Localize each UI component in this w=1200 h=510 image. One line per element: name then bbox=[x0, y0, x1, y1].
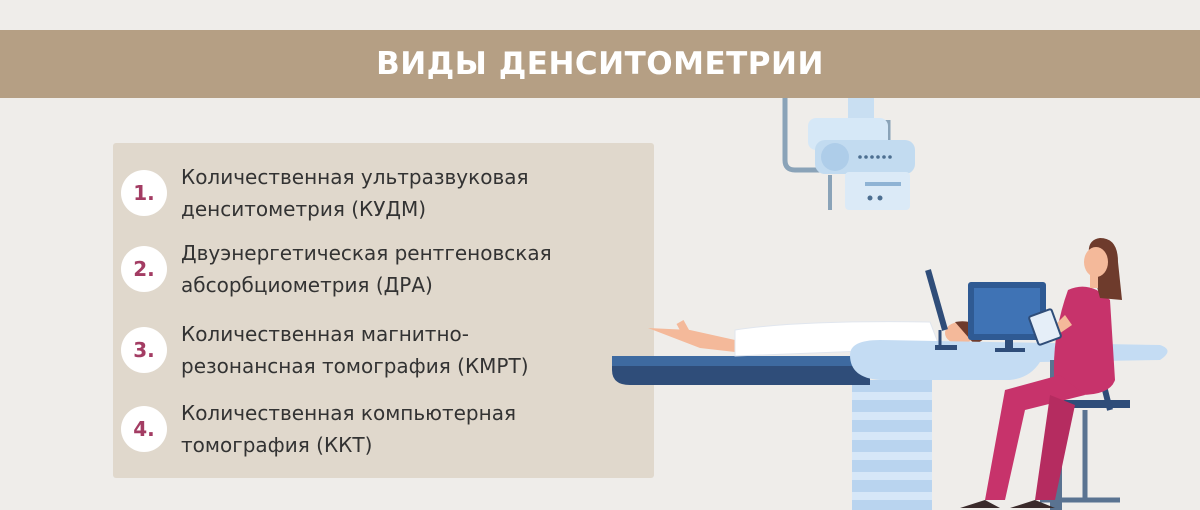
list-item-number: 2. bbox=[121, 246, 167, 292]
list-item-text: Двуэнергетическая рентгеновская абсорбци… bbox=[181, 237, 621, 301]
densitometry-scene-icon bbox=[612, 98, 1168, 510]
list-item-line: резонансная томография (КМРТ) bbox=[181, 354, 529, 378]
title-banner: ВИДЫ ДЕНСИТОМЕТРИИ bbox=[0, 30, 1200, 98]
xray-scanner-icon bbox=[782, 98, 915, 210]
list-item-number: 3. bbox=[121, 327, 167, 373]
scanner-table-icon bbox=[612, 356, 932, 510]
list-item: 3. Количественная магнитно- резонансная … bbox=[121, 320, 621, 380]
list-item: 4. Количественная компьютерная томографи… bbox=[121, 399, 621, 459]
list-item-line: томография (ККТ) bbox=[181, 433, 373, 457]
list-item-line: Количественная ультразвуковая bbox=[181, 165, 529, 189]
list-item-text: Количественная ультразвуковая денситомет… bbox=[181, 161, 621, 225]
monitor-icon bbox=[925, 269, 1046, 352]
list-item-text: Количественная компьютерная томография (… bbox=[181, 397, 621, 461]
list-item-line: Количественная магнитно- bbox=[181, 322, 469, 346]
list-item-line: абсорбциометрия (ДРА) bbox=[181, 273, 433, 297]
types-list-panel: 1. Количественная ультразвуковая денсито… bbox=[113, 143, 654, 478]
list-item: 2. Двуэнергетическая рентгеновская абсор… bbox=[121, 239, 621, 299]
list-item-line: денситометрия (КУДМ) bbox=[181, 197, 427, 221]
list-item-line: Количественная компьютерная bbox=[181, 401, 516, 425]
doctor-icon bbox=[960, 238, 1130, 508]
list-item-line: Двуэнергетическая рентгеновская bbox=[181, 241, 552, 265]
list-item: 1. Количественная ультразвуковая денсито… bbox=[121, 163, 621, 223]
page-title: ВИДЫ ДЕНСИТОМЕТРИИ bbox=[376, 46, 824, 82]
list-item-number: 4. bbox=[121, 406, 167, 452]
list-item-text: Количественная магнитно- резонансная том… bbox=[181, 318, 621, 382]
list-item-number: 1. bbox=[121, 170, 167, 216]
